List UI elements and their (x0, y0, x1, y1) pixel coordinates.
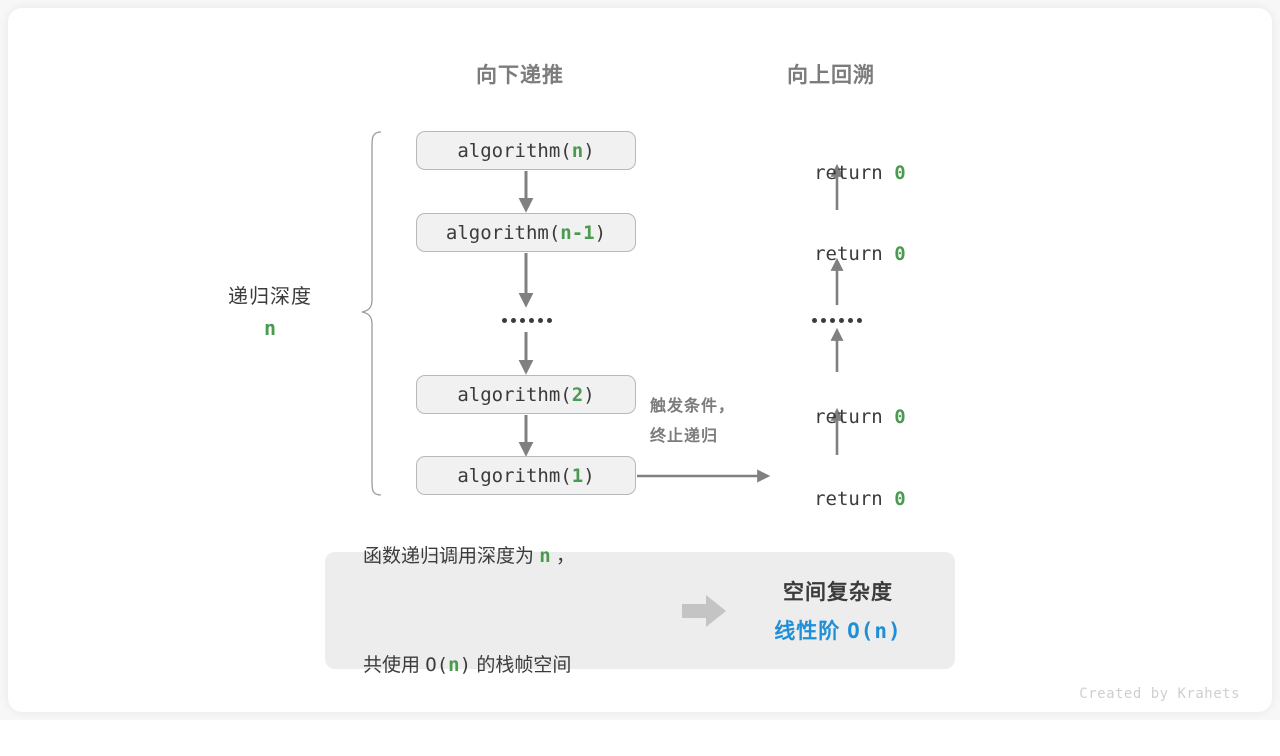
recursion-depth-text: 递归深度 (228, 286, 312, 308)
call-box-arg: n (571, 139, 584, 162)
call-box-1[interactable]: algorithm(1) (416, 456, 636, 495)
return-keyword: return (814, 243, 895, 265)
summary-line2-n: n (448, 653, 460, 676)
call-box-suffix: ) (583, 383, 595, 406)
return-value: 0 (894, 488, 906, 510)
return-value: 0 (894, 243, 906, 265)
summary-result-title: 空间复杂度 (783, 581, 893, 604)
recursion-depth-value: n (263, 316, 277, 340)
call-box-arg: 1 (571, 464, 584, 487)
termination-note: 触发条件， 终止递归 (650, 392, 735, 452)
recursion-depth-label: 递归深度 n (200, 280, 340, 340)
call-box-n[interactable]: algorithm(n) (416, 131, 636, 170)
summary-line1-text-b: ， (550, 545, 576, 567)
call-box-suffix: ) (583, 464, 595, 487)
summary-result-expr: O(n) (847, 619, 902, 643)
right-block-arrow-icon (682, 594, 726, 627)
call-box-prefix: algorithm( (457, 139, 572, 162)
call-box-prefix: algorithm( (445, 221, 561, 244)
call-box-2[interactable]: algorithm(2) (416, 375, 636, 414)
summary-line-2: 共使用 O(n) 的栈帧空间 (363, 647, 673, 684)
summary-line-1: 函数递归调用深度为 n ， (363, 538, 673, 575)
call-box-n-1[interactable]: algorithm(n-1) (416, 213, 636, 252)
call-box-suffix: ) (583, 139, 595, 162)
return-value: 0 (894, 406, 906, 428)
call-box-prefix: algorithm( (457, 383, 572, 406)
heading-upward-backtracking: 向上回溯 (787, 64, 875, 87)
return-statement-base: return 0 (742, 466, 932, 532)
summary-line2-text-b: 的栈帧空间 (471, 654, 572, 676)
diagram-canvas: 向下递推 向上回溯 (200, 64, 1240, 702)
return-statement-third: return 0 (742, 384, 932, 450)
termination-note-line2: 终止递归 (650, 428, 719, 445)
termination-note-line1: 触发条件， (650, 398, 736, 415)
summary-description: 函数递归调用深度为 n ， 共使用 O(n) 的栈帧空间 (325, 466, 673, 756)
connector-layer (361, 131, 844, 496)
call-box-suffix: ) (594, 221, 607, 244)
summary-result-order: 线性阶 (774, 620, 848, 643)
return-keyword: return (814, 406, 895, 428)
summary-result: 空间复杂度 线性阶 O(n) (735, 576, 955, 645)
call-box-arg: n-1 (560, 221, 595, 244)
return-keyword: return (814, 162, 895, 184)
heading-downward-recursion: 向下递推 (476, 64, 564, 87)
summary-line1-text-a: 函数递归调用深度为 (363, 545, 540, 567)
summary-arrow-slot (673, 594, 735, 627)
recursion-depth-brace (361, 131, 382, 496)
summary-line2-o: O( (425, 653, 449, 676)
summary-line2-text-a: 共使用 (363, 654, 426, 676)
call-box-prefix: algorithm( (457, 464, 572, 487)
call-box-arg: 2 (571, 383, 584, 406)
return-keyword: return (814, 488, 895, 510)
return-value: 0 (894, 162, 906, 184)
return-statement-top: return 0 (742, 140, 932, 206)
summary-line1-n: n (539, 544, 551, 567)
summary-line2-paren: ) (459, 653, 472, 676)
credit-text: Created by Krahets (1079, 686, 1240, 702)
ellipsis-left (502, 318, 552, 323)
summary-result-value: 线性阶 O(n) (735, 615, 941, 645)
return-statement-second: return 0 (742, 221, 932, 287)
summary-panel: 函数递归调用深度为 n ， 共使用 O(n) 的栈帧空间 空间复杂度 线性阶 O… (325, 545, 955, 676)
ellipsis-right (812, 318, 862, 323)
